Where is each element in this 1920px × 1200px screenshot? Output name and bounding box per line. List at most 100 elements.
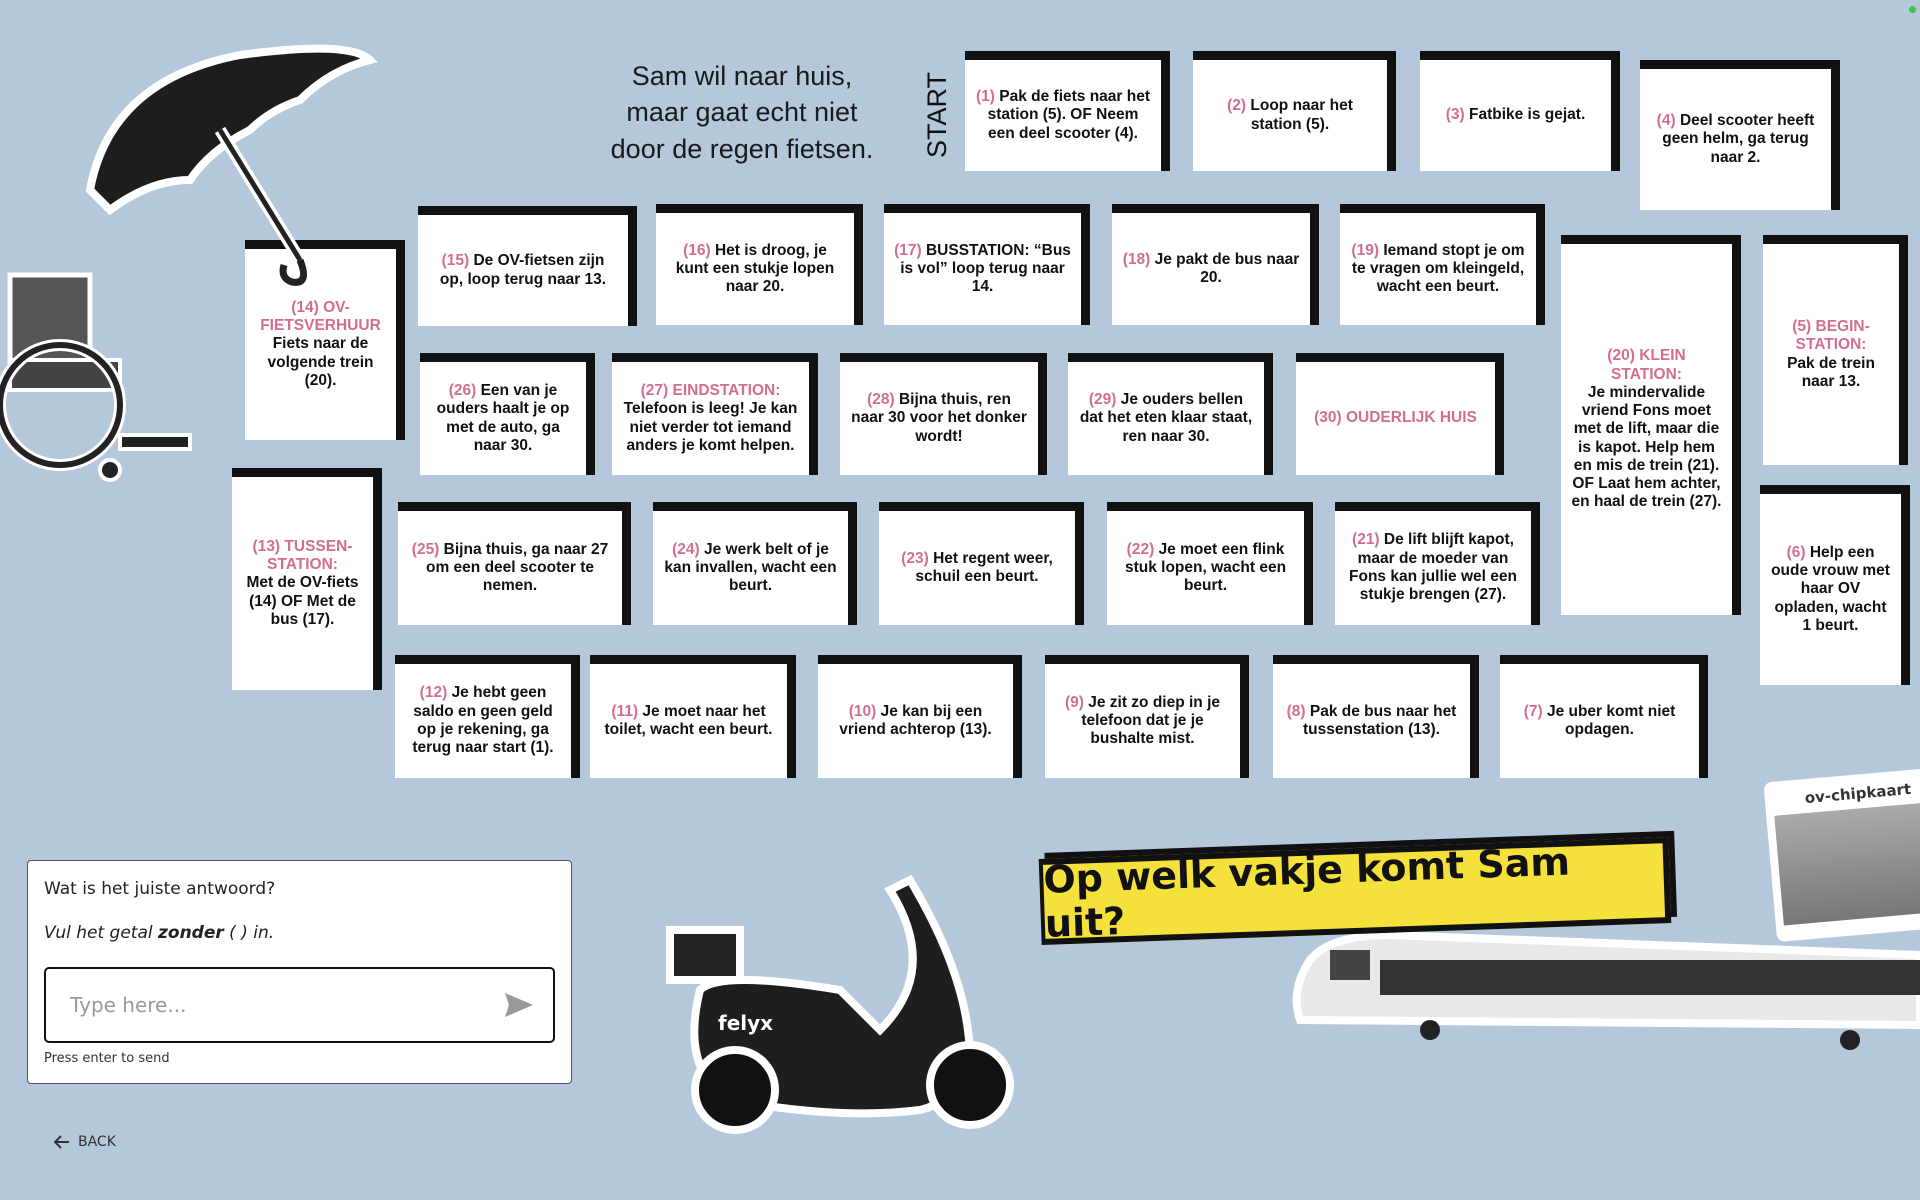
- arrow-left-icon: [54, 1135, 69, 1149]
- answer-input-box: [44, 967, 555, 1043]
- tile-text: Je hebt geen saldo en geen geld op je re…: [412, 684, 554, 757]
- tile-content: (15) De OV-fietsen zijn op, loop terug n…: [428, 252, 618, 289]
- tile-text: Iemand stopt je om te vragen om kleingel…: [1351, 241, 1525, 296]
- tile-content: (25) Bijna thuis, ga naar 27 om een deel…: [408, 541, 612, 596]
- umbrella-icon: [85, 44, 378, 286]
- tile-label: EINDSTATION:: [672, 381, 781, 399]
- tile-text: Je kan bij een vriend achterop (13).: [839, 702, 992, 738]
- tile-label: OV-FIETSVERHUUR: [260, 298, 381, 335]
- tile-content: (6) Help een oude vrouw met haar OV opla…: [1770, 544, 1891, 635]
- board-tile: (27) EINDSTATION: Telefoon is leeg! Je k…: [612, 353, 818, 475]
- tile-text: Je zit zo diep in je telefoon dat je je …: [1081, 693, 1221, 748]
- tile-text: Met de OV-fiets (14) OF Met de bus (17).: [246, 574, 359, 628]
- board-title: Sam wil naar huis, maar gaat echt niet d…: [572, 58, 912, 167]
- tile-text: De OV-fietsen zijn op, loop terug naar 1…: [439, 252, 607, 288]
- tile-text: Een van je ouders haalt je op met de aut…: [436, 381, 570, 454]
- tile-content: (18) Je pakt de bus naar 20.: [1122, 251, 1300, 288]
- tile-number: (12): [419, 684, 448, 702]
- tile-text: Bijna thuis, ga naar 27 om een deel scoo…: [426, 540, 609, 595]
- answer-panel: Wat is het juiste antwoord? Vul het geta…: [27, 860, 572, 1084]
- tile-number: (11): [611, 702, 639, 720]
- tile-content: (5) BEGIN-STATION: Pak de trein naar 13.: [1773, 318, 1889, 391]
- board-tile: (29) Je ouders bellen dat het eten klaar…: [1068, 353, 1273, 475]
- board-tile: (20) KLEIN STATION: Je mindervalide vrie…: [1561, 235, 1741, 615]
- board-tile: (22) Je moet een flink stuk lopen, wacht…: [1107, 502, 1313, 625]
- tile-text: Pak de bus naar het tussenstation (13).: [1303, 702, 1457, 738]
- tile-content: (26) Een van je ouders haalt je op met d…: [430, 382, 576, 455]
- tile-number: (21): [1352, 531, 1380, 549]
- back-button[interactable]: BACK: [54, 1134, 116, 1150]
- tile-content: (2) Loop naar het station (5).: [1203, 97, 1377, 134]
- answer-hint: Vul het getal zonder ( ) in.: [44, 923, 275, 943]
- tile-text: De lift blijft kapot, maar de moeder van…: [1349, 531, 1517, 604]
- tile-number: (16): [683, 241, 711, 259]
- tile-content: (19) Iemand stopt je om te vragen om kle…: [1350, 242, 1526, 297]
- scooter-brand-logo: felyx: [718, 1011, 773, 1035]
- tile-text: Je moet een flink stuk lopen, wacht een …: [1124, 540, 1287, 595]
- tile-content: (23) Het regent weer, schuil een beurt.: [889, 550, 1065, 587]
- tile-content: (3) Fatbike is gejat.: [1446, 106, 1586, 124]
- tile-number: (1): [975, 88, 995, 106]
- title-line: Sam wil naar huis,: [631, 61, 853, 91]
- back-label: BACK: [78, 1134, 116, 1150]
- board-tile: (18) Je pakt de bus naar 20.: [1112, 204, 1319, 325]
- press-enter-hint: Press enter to send: [44, 1051, 170, 1066]
- board-tile: (5) BEGIN-STATION: Pak de trein naar 13.: [1763, 235, 1908, 465]
- board-tile: (3) Fatbike is gejat.: [1420, 51, 1620, 171]
- tile-label: OUDERLIJK HUIS: [1345, 409, 1477, 427]
- tile-text: BUSSTATION: “Bus is vol” loop terug naar…: [900, 241, 1071, 296]
- tile-number: (3): [1445, 106, 1465, 124]
- board-tile: (30) OUDERLIJK HUIS: [1296, 353, 1504, 475]
- tile-content: (1) Pak de fiets naar het station (5). O…: [975, 88, 1151, 143]
- tile-number: (23): [901, 549, 929, 567]
- tile-number: (26): [448, 381, 477, 399]
- board-tile: (8) Pak de bus naar het tussenstation (1…: [1273, 655, 1479, 778]
- tile-content: (22) Je moet een flink stuk lopen, wacht…: [1117, 541, 1294, 596]
- wheelchair-icon: [0, 272, 192, 482]
- tile-text: Je werk belt of je kan invallen, wacht e…: [664, 540, 837, 595]
- board-tile: (14) OV-FIETSVERHUUR Fiets naar de volge…: [245, 240, 405, 440]
- tile-text: Loop naar het station (5).: [1250, 97, 1353, 133]
- board-tile: (25) Bijna thuis, ga naar 27 om een deel…: [398, 502, 631, 625]
- board-tile: (17) BUSSTATION: “Bus is vol” loop terug…: [884, 204, 1090, 325]
- tile-number: (10): [848, 702, 877, 720]
- tile-text: Telefoon is leeg! Je kan niet verder tot…: [623, 400, 798, 454]
- tile-content: (14) OV-FIETSVERHUUR Fiets naar de volge…: [255, 299, 386, 390]
- scooter-image: felyx: [666, 874, 1014, 1134]
- tile-number: (15): [441, 252, 470, 270]
- tile-number: (9): [1064, 693, 1084, 711]
- answer-input[interactable]: [68, 992, 503, 1018]
- tile-text: Je moet naar het toilet, wacht een beurt…: [604, 702, 773, 738]
- send-arrow-icon[interactable]: [503, 991, 535, 1019]
- tile-text: Pak de trein naar 13.: [1787, 354, 1875, 390]
- board-tile: (28) Bijna thuis, ren naar 30 voor het d…: [840, 353, 1047, 475]
- tile-number: (13): [252, 537, 281, 555]
- status-indicator: [1909, 6, 1916, 13]
- board-tile: (13) TUSSEN-STATION: Met de OV-fiets (14…: [232, 468, 382, 690]
- title-line: door de regen fietsen.: [610, 133, 874, 164]
- board-tile: (11) Je moet naar het toilet, wacht een …: [590, 655, 796, 778]
- tile-content: (16) Het is droog, je kunt een stukje lo…: [666, 242, 844, 297]
- board-tile: (16) Het is droog, je kunt een stukje lo…: [656, 204, 863, 325]
- tile-number: (24): [672, 540, 700, 558]
- tile-number: (4): [1656, 112, 1676, 130]
- tile-number: (27): [640, 381, 669, 399]
- tile-content: (7) Je uber komt niet opdagen.: [1510, 703, 1689, 740]
- tile-number: (2): [1227, 97, 1247, 115]
- tile-text: Je uber komt niet opdagen.: [1546, 702, 1676, 738]
- board-tile: (4) Deel scooter heeft geen helm, ga ter…: [1640, 60, 1840, 210]
- tile-text: Bijna thuis, ren naar 30 voor het donker…: [851, 391, 1027, 445]
- tile-label: BEGIN-STATION:: [1795, 317, 1870, 354]
- tile-content: (29) Je ouders bellen dat het eten klaar…: [1078, 391, 1254, 446]
- tile-content: (10) Je kan bij een vriend achterop (13)…: [828, 703, 1003, 740]
- tile-content: (8) Pak de bus naar het tussenstation (1…: [1283, 703, 1460, 740]
- tile-number: (28): [867, 391, 895, 409]
- board-tile: (26) Een van je ouders haalt je op met d…: [420, 353, 595, 475]
- tile-number: (22): [1126, 540, 1155, 558]
- tile-text: Fatbike is gejat.: [1468, 106, 1586, 124]
- tile-text: Je mindervalide vriend Fons moet met de …: [1571, 383, 1722, 511]
- tile-number: (7): [1523, 702, 1543, 720]
- board-tile: (15) De OV-fietsen zijn op, loop terug n…: [418, 206, 637, 326]
- board-tile: (12) Je hebt geen saldo en geen geld op …: [395, 655, 580, 778]
- tile-content: (13) TUSSEN-STATION: Met de OV-fiets (14…: [242, 538, 363, 629]
